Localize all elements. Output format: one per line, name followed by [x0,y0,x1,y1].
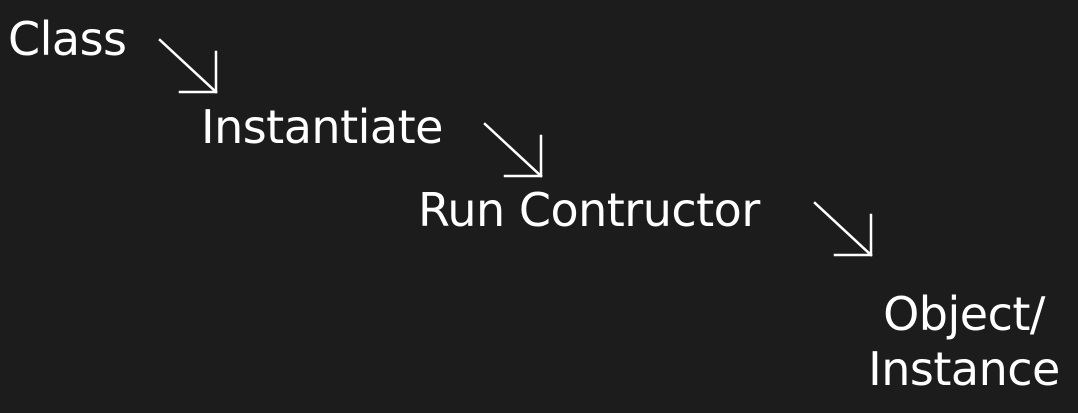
step-class: Class [8,12,127,66]
arrow-down-right-icon [813,195,877,259]
step-object-line-2: Instance [868,342,1060,396]
step-object-instance: Object/ Instance [858,287,1070,397]
arrow-down-right-icon [158,32,222,96]
arrow-down-right-icon [483,116,547,180]
step-run-constructor: Run Contructor [418,183,760,237]
step-object-line-1: Object/ [883,287,1045,341]
step-instantiate: Instantiate [201,100,443,154]
